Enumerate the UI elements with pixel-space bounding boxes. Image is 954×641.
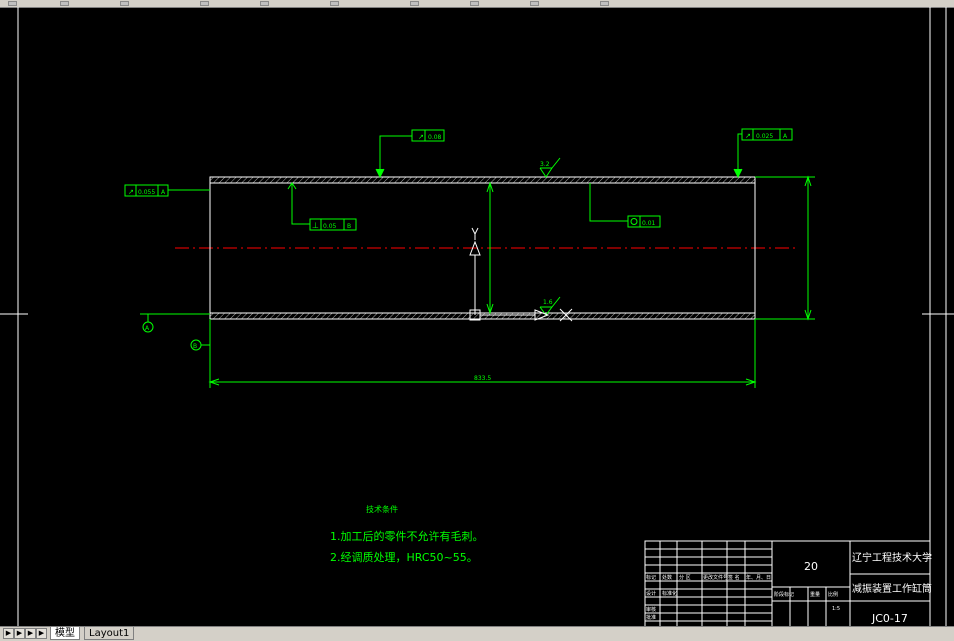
tab-last-button[interactable]: ▶ [36,628,47,639]
tolerance-top-right-value: 0.025 [756,133,773,140]
tolerance-top-right-datum: A [783,133,788,140]
label-standard: 标准化 [662,590,677,597]
perpendicularity-icon: ⊥ [312,221,319,230]
label-scale: 比例 [828,591,838,598]
title-block [644,540,931,627]
label-review: 审核 [646,606,656,613]
notes-line-2: 2.经调质处理，HRC50~55。 [330,551,478,564]
runout-icon: ↗ [128,188,134,196]
tolerance-left-datum: A [161,189,166,196]
tolerance-perp-datum: B [347,223,351,230]
tolerance-frame-top-right: ↗ 0.025 A [741,128,793,141]
label-design: 设计 [646,590,656,597]
tab-prev-button[interactable]: ▶ [14,628,25,639]
drawing-frame [0,7,954,627]
label-weight: 重量 [810,591,820,598]
toolbar-button[interactable] [330,1,339,6]
runout-icon: ↗ [745,132,751,140]
tolerance-top-left-value: 0.08 [428,134,442,141]
roughness-top: 3.2 [540,161,550,168]
toolbar-button[interactable] [200,1,209,6]
header-mark: 标记 [646,574,656,581]
drawing-canvas[interactable]: ↗ 0.08 ↗ 0.025 A ↗ 0.055 A ⊥ 0.05 B 0.01… [0,7,954,627]
tolerance-frame-left: ↗ 0.055 A [124,184,169,197]
ucs-icon [469,227,573,322]
notes-line-1: 1.加工后的零件不允许有毛刺。 [330,529,484,543]
notes-title: 技术条件 [366,504,398,514]
toolbar-button[interactable] [60,1,69,6]
toolbar-button[interactable] [120,1,129,6]
drawing-title: 减振装置工作缸筒 [852,582,932,595]
runout-icon: ↗ [418,133,424,141]
header-zone: 分 区 [679,574,691,581]
tolerance-perp-value: 0.05 [323,223,337,230]
quantity-value: 20 [804,560,818,573]
tab-layout1[interactable]: Layout1 [84,627,135,640]
drawing-number: JC0-17 [871,612,908,625]
datum-a-label: A [145,325,150,332]
annotation-layer [140,133,815,388]
toolbar-button[interactable] [600,1,609,6]
toolbar-button[interactable] [470,1,479,6]
datum-b-label: B [193,343,197,350]
cylindricity-icon [630,218,638,225]
roughness-bottom: 1.6 [543,299,553,306]
toolbar-strip [0,0,954,8]
toolbar-button[interactable] [410,1,419,6]
length-dimension: 833.5 [474,375,491,382]
header-date: 年、月、日 [746,574,771,581]
header-doc-no: 更改文件号 [703,574,728,581]
layout-tab-bar: ▶ ▶ ▶ ▶ 模型 Layout1 [0,626,954,641]
tolerance-left-value: 0.055 [138,189,155,196]
tolerance-frame-cylindricity: 0.01 [627,215,661,228]
tab-next-button[interactable]: ▶ [25,628,36,639]
tab-first-button[interactable]: ▶ [3,628,14,639]
tolerance-cyl-value: 0.01 [642,220,656,227]
header-signature: 签 名 [728,574,740,581]
toolbar-button[interactable] [530,1,539,6]
toolbar-button[interactable] [260,1,269,6]
tolerance-frame-perpendicularity: ⊥ 0.05 B [309,218,357,231]
scale-value: 1:5 [832,606,840,612]
school-name: 辽宁工程技术大学 [852,551,932,564]
label-approve: 批准 [646,614,656,621]
title-block-text: 标记 处数 分 区 更改文件号 签 名 年、月、日 设计 标准化 审核 批准 阶… [646,574,840,621]
toolbar-button[interactable] [8,1,17,6]
tab-model[interactable]: 模型 [50,627,80,640]
tolerance-frame-top-left: ↗ 0.08 [411,129,445,142]
label-stage: 阶段标记 [774,591,794,598]
header-count: 处数 [662,574,672,581]
